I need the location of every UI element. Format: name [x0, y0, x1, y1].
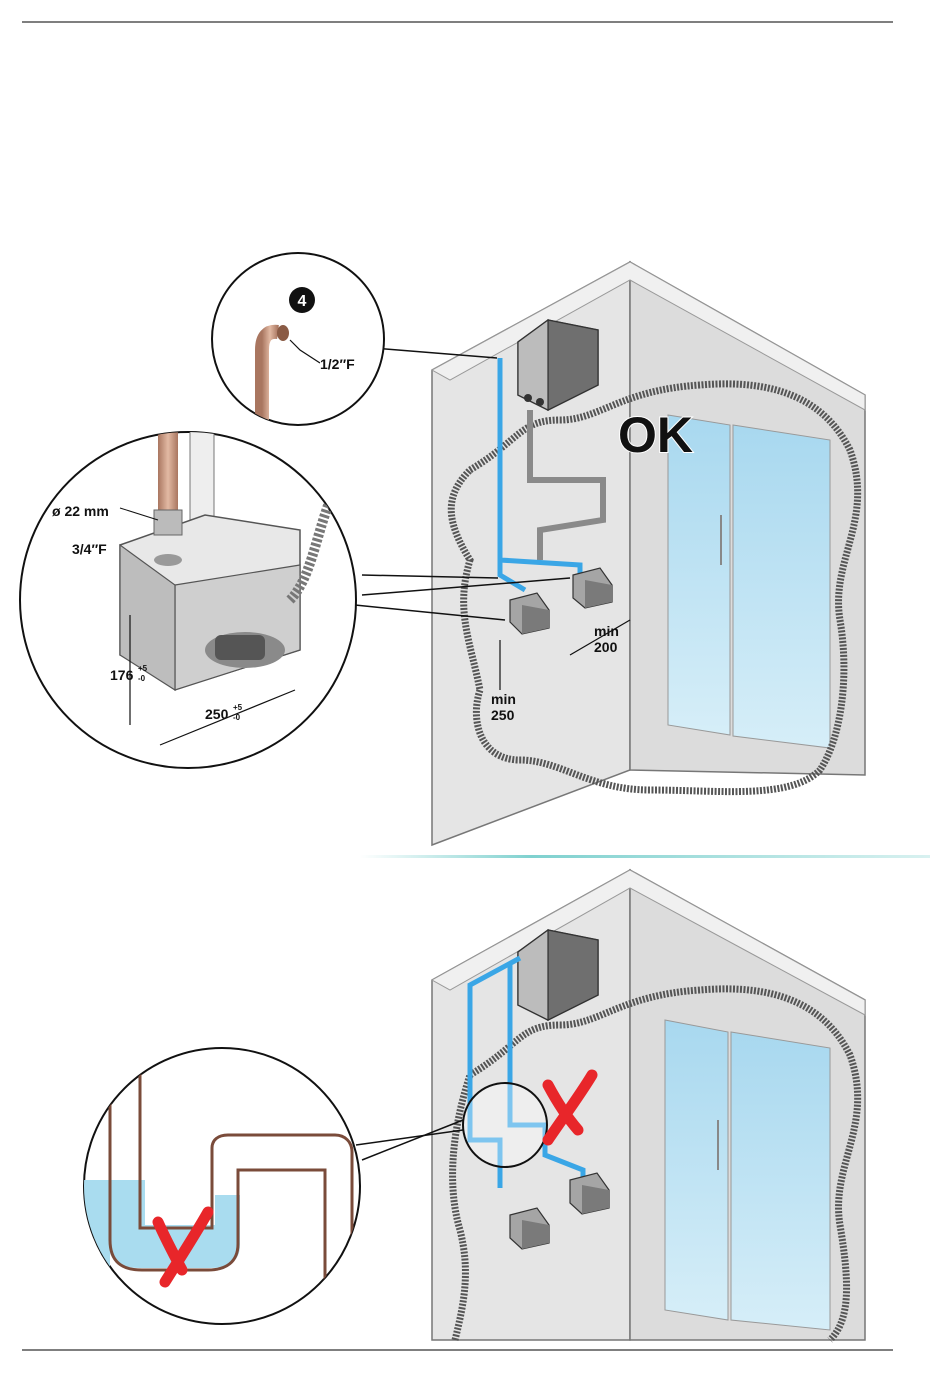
width-dimension: 250 — [205, 706, 229, 722]
detail-circle-box: ø 22 mm 3/4″F 176 +5 -0 250 +5 -0 — [20, 430, 356, 768]
shower-door-2 — [665, 1020, 830, 1330]
min-label-a: min — [594, 623, 619, 639]
room-correct: min 200 min 250 OK — [432, 262, 865, 845]
step-number-badge: 4 — [289, 287, 315, 313]
min-label-b: min — [491, 691, 516, 707]
ok-label: OK — [618, 407, 693, 463]
width-tol-plus: +5 — [233, 703, 243, 712]
height-dimension: 176 — [110, 667, 134, 683]
pipe-diameter-label: ø 22 mm — [52, 503, 109, 519]
min-value-b: 250 — [491, 707, 515, 723]
room-wrong — [432, 870, 865, 1340]
thread-three-quarter-label: 3/4″F — [72, 541, 107, 557]
width-tol-minus: -0 — [233, 713, 241, 722]
shower-door — [668, 415, 830, 748]
section-separator — [360, 855, 930, 858]
min-value-a: 200 — [594, 639, 618, 655]
svg-text:4: 4 — [298, 293, 307, 310]
detail-circle-trap — [80, 1040, 360, 1330]
detail-circle-inlet: 4 1/2″F — [212, 253, 384, 430]
height-tol-plus: +5 — [138, 664, 148, 673]
thread-half-label: 1/2″F — [320, 356, 355, 372]
height-tol-minus: -0 — [138, 674, 146, 683]
